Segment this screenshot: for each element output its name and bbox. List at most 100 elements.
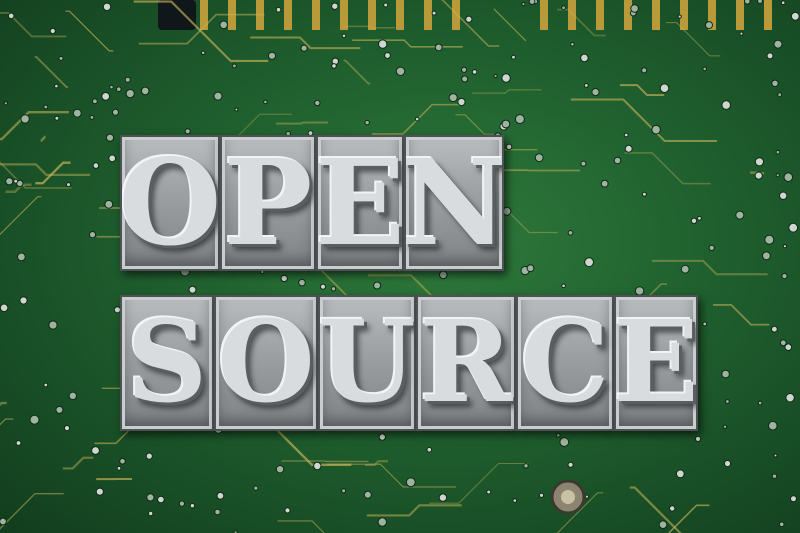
via-pad xyxy=(43,104,49,110)
word-source: S O U R C E xyxy=(120,295,698,431)
via-pad xyxy=(580,160,587,167)
circuit-trace xyxy=(368,274,475,298)
via-pad xyxy=(91,446,100,455)
via-pad xyxy=(66,182,71,188)
circuit-trace xyxy=(366,504,462,517)
via-pad xyxy=(694,435,702,442)
circuit-trace xyxy=(667,504,710,533)
via-pad xyxy=(771,79,779,88)
via-pad xyxy=(298,278,306,287)
circuit-trace xyxy=(619,84,665,97)
via-pad xyxy=(521,2,526,7)
circuit-trace xyxy=(0,492,64,530)
via-pad xyxy=(457,97,466,107)
via-pad xyxy=(15,440,22,446)
letter-c: C xyxy=(520,297,610,428)
via-pad xyxy=(785,393,795,403)
circuit-trace xyxy=(429,462,529,504)
via-pad xyxy=(739,31,744,36)
connector-pin xyxy=(452,0,460,30)
via-pad xyxy=(725,399,730,404)
via-pad xyxy=(214,508,221,516)
letter-n: N xyxy=(404,135,504,271)
connector-pin xyxy=(540,0,548,30)
via-pad xyxy=(92,162,100,169)
via-pad xyxy=(677,14,682,19)
via-pad xyxy=(624,144,633,153)
letter-e: E xyxy=(316,135,404,271)
via-pad xyxy=(219,20,228,30)
via-pad xyxy=(744,0,751,5)
circuit-trace xyxy=(570,98,718,142)
via-pad xyxy=(591,88,600,97)
mounting-screw-center xyxy=(561,490,575,504)
via-pad xyxy=(723,459,732,468)
via-pad xyxy=(157,495,165,504)
circuit-trace xyxy=(65,10,114,52)
via-pad xyxy=(782,244,788,249)
via-pad xyxy=(559,437,570,447)
circuit-trace xyxy=(455,114,494,135)
via-pad xyxy=(641,191,647,197)
via-pad xyxy=(754,171,763,180)
via-pad xyxy=(505,143,513,151)
circuit-trace xyxy=(0,196,42,236)
via-pad xyxy=(378,39,388,49)
via-pad xyxy=(781,273,788,280)
via-pad xyxy=(630,4,639,13)
via-pad xyxy=(584,494,590,499)
via-pad xyxy=(534,153,544,163)
via-pad xyxy=(438,493,448,502)
via-pad xyxy=(108,154,117,163)
connector-pin xyxy=(680,0,688,30)
via-pad xyxy=(514,114,525,125)
circuit-trace xyxy=(40,135,46,142)
circuit-trace xyxy=(624,152,711,185)
via-pad xyxy=(341,33,347,39)
via-pad xyxy=(140,86,150,96)
circuit-trace xyxy=(277,520,325,533)
via-pad xyxy=(105,133,115,142)
via-pad xyxy=(757,0,763,4)
circuit-trace xyxy=(276,121,329,125)
via-pad xyxy=(735,210,745,220)
circuit-trace xyxy=(0,161,72,189)
via-pad xyxy=(773,453,778,458)
via-pad xyxy=(561,5,566,11)
circuit-trace xyxy=(0,111,69,141)
circuit-trace xyxy=(0,418,14,426)
via-pad xyxy=(405,477,416,488)
via-pad xyxy=(116,86,122,92)
via-pad xyxy=(702,66,708,72)
via-pad xyxy=(201,50,206,55)
circuit-trace xyxy=(493,8,527,42)
connector-housing xyxy=(158,0,196,30)
via-pad xyxy=(461,75,469,83)
via-pad xyxy=(768,420,778,431)
via-pad xyxy=(783,172,794,182)
via-pad xyxy=(116,465,122,471)
via-pad xyxy=(184,128,191,135)
via-pad xyxy=(780,0,786,5)
letter-e2: E xyxy=(614,297,698,428)
via-pad xyxy=(55,405,64,414)
letter-s: S xyxy=(126,297,208,428)
via-pad xyxy=(471,69,478,75)
via-pad xyxy=(54,83,59,89)
connector-pin xyxy=(396,0,404,30)
via-pad xyxy=(280,274,288,283)
via-pad xyxy=(641,67,648,74)
via-pad xyxy=(658,520,668,530)
via-pad xyxy=(461,66,468,73)
via-pad xyxy=(234,107,239,112)
via-pad xyxy=(764,234,775,245)
circuit-trace xyxy=(472,89,542,94)
via-pad xyxy=(414,116,420,122)
via-pad xyxy=(523,463,529,469)
via-pad xyxy=(775,149,781,155)
via-pad xyxy=(72,108,82,118)
via-pad xyxy=(112,108,119,116)
via-pad xyxy=(275,465,285,474)
via-pad xyxy=(88,231,97,239)
